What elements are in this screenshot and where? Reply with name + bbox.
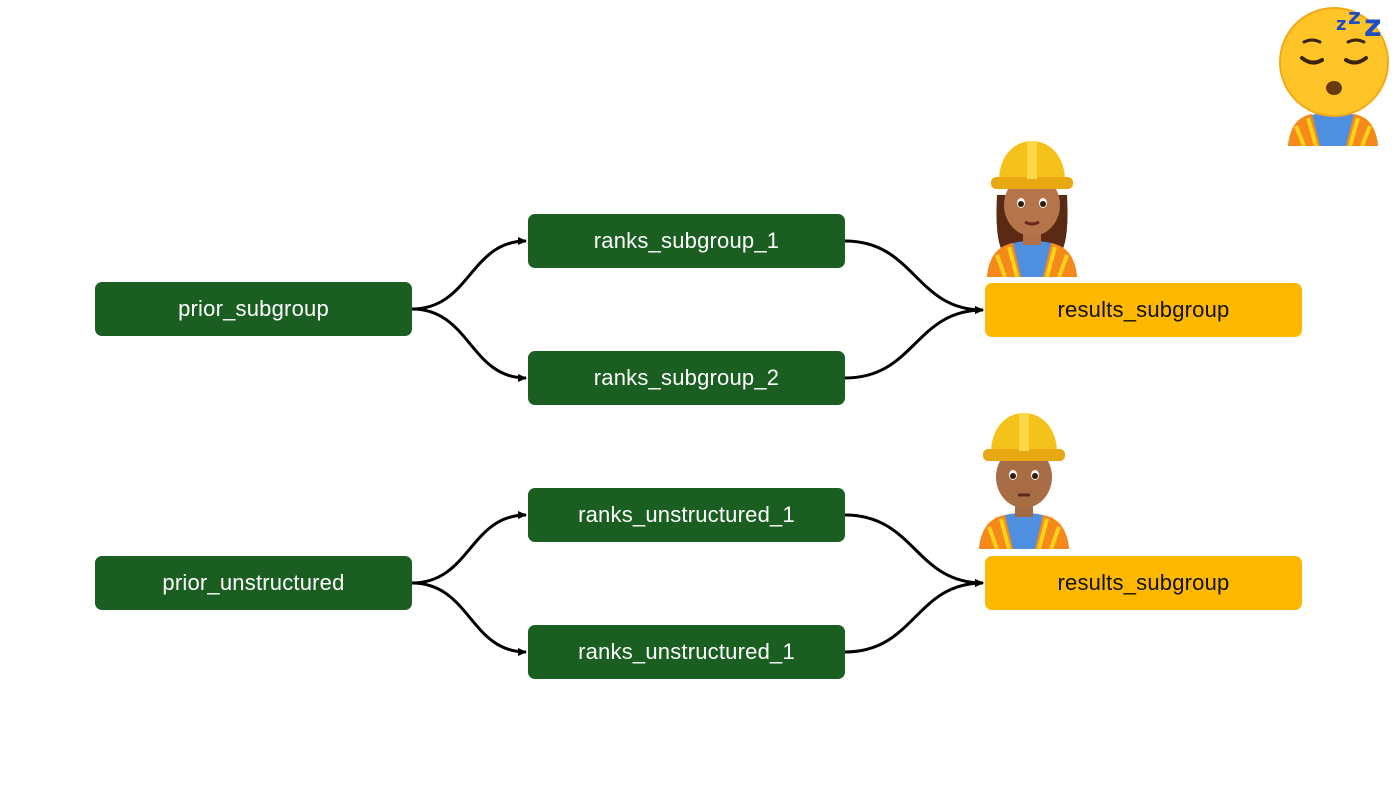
edge-ranks-subgroup-2-to-results xyxy=(844,306,984,380)
svg-text:z: z xyxy=(1336,14,1346,35)
svg-text:z: z xyxy=(1348,5,1361,30)
node-ranks-unstructured-2: ranks_unstructured_1 xyxy=(528,625,845,679)
node-prior-subgroup: prior_subgroup xyxy=(95,282,412,336)
svg-text:z: z xyxy=(1364,9,1381,44)
node-results-subgroup: results_subgroup xyxy=(985,283,1302,337)
sleeping-construction-worker-icon: z z z xyxy=(1279,5,1389,146)
edge-prior-subgroup-to-ranks-subgroup-2 xyxy=(411,307,527,382)
edge-ranks-unstructured-1-to-results xyxy=(844,513,984,587)
edge-prior-unstructured-to-ranks-1 xyxy=(411,511,527,585)
edge-prior-subgroup-to-ranks-subgroup-1 xyxy=(411,237,527,311)
edge-prior-unstructured-to-ranks-2 xyxy=(411,581,527,656)
edge-ranks-unstructured-2-to-results xyxy=(844,579,984,654)
node-ranks-subgroup-2: ranks_subgroup_2 xyxy=(528,351,845,405)
node-prior-unstructured: prior_unstructured xyxy=(95,556,412,610)
node-results-unstructured: results_subgroup xyxy=(985,556,1302,610)
woman-construction-worker-icon xyxy=(987,141,1077,277)
node-ranks-unstructured-1: ranks_unstructured_1 xyxy=(528,488,845,542)
edge-ranks-subgroup-1-to-results xyxy=(844,239,984,314)
man-construction-worker-icon xyxy=(979,413,1069,549)
node-ranks-subgroup-1: ranks_subgroup_1 xyxy=(528,214,845,268)
